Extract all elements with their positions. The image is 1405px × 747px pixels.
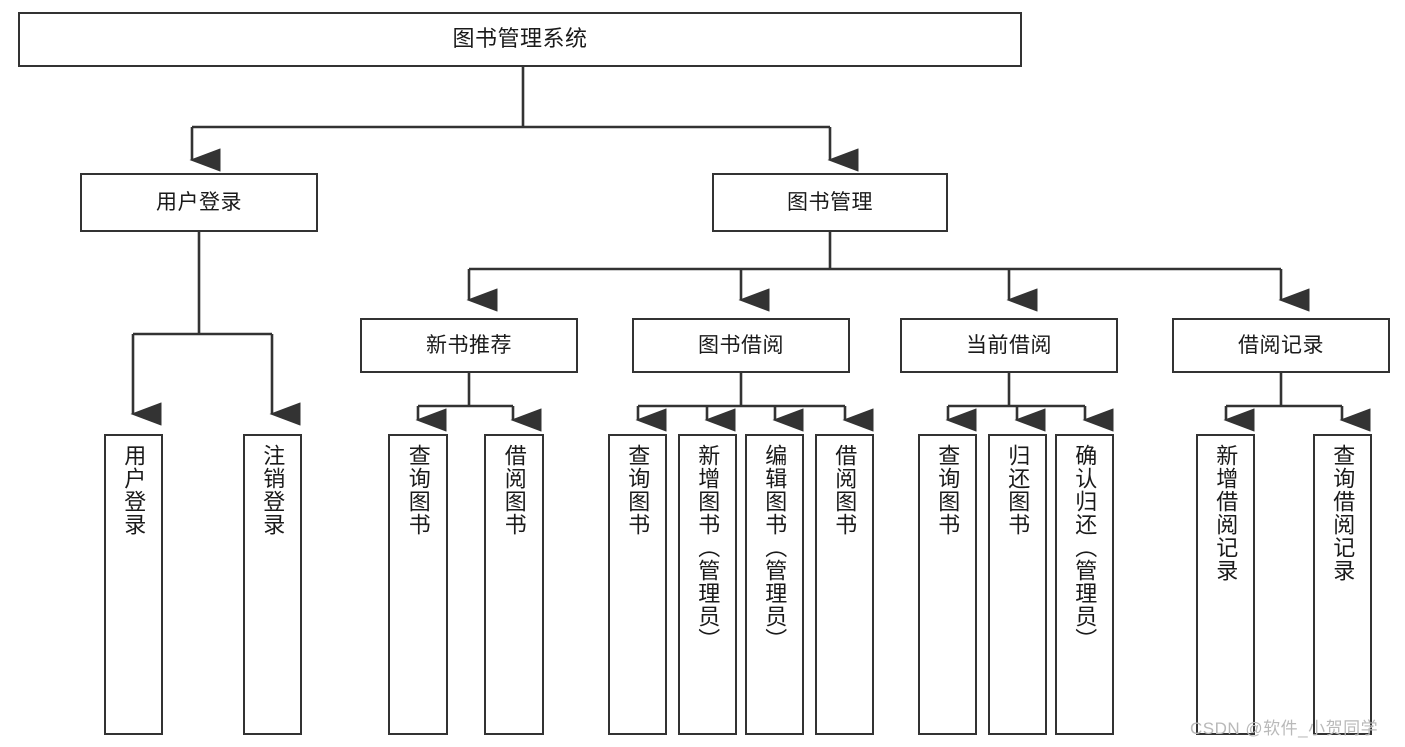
leaf-query-book-1-label: 查询图书 — [405, 444, 431, 536]
node-root[interactable]: 图书管理系统 — [18, 12, 1022, 67]
leaf-user-login-label: 用户登录 — [121, 444, 147, 536]
leaf-add-book[interactable]: 新增图书（管理员） — [678, 434, 737, 735]
node-new-book-rec-label: 新书推荐 — [426, 333, 512, 357]
node-root-label: 图书管理系统 — [452, 26, 588, 52]
leaf-add-record[interactable]: 新增借阅记录 — [1196, 434, 1255, 735]
node-book-manage[interactable]: 图书管理 — [712, 173, 948, 232]
leaf-query-book-3-label: 查询图书 — [935, 444, 961, 536]
leaf-borrow-book-1-label: 借阅图书 — [501, 444, 527, 536]
node-book-borrow[interactable]: 图书借阅 — [632, 318, 850, 373]
csdn-watermark: CSDN @软件_小贺同学 — [1190, 719, 1379, 738]
leaf-return-book[interactable]: 归还图书 — [988, 434, 1047, 735]
leaf-user-login[interactable]: 用户登录 — [104, 434, 163, 735]
leaf-query-book-3[interactable]: 查询图书 — [918, 434, 977, 735]
leaf-logout-login-label: 注销登录 — [260, 444, 286, 536]
node-book-manage-label: 图书管理 — [787, 190, 873, 214]
leaf-query-book-1[interactable]: 查询图书 — [388, 434, 448, 735]
node-current-borrow[interactable]: 当前借阅 — [900, 318, 1118, 373]
node-current-borrow-label: 当前借阅 — [966, 333, 1052, 357]
node-user-login-label: 用户登录 — [156, 190, 242, 214]
leaf-borrow-book-2[interactable]: 借阅图书 — [815, 434, 874, 735]
leaf-edit-book-label: 编辑图书（管理员） — [762, 444, 788, 651]
leaf-borrow-book-2-label: 借阅图书 — [832, 444, 858, 536]
leaf-borrow-book-1[interactable]: 借阅图书 — [484, 434, 544, 735]
leaf-query-record-label: 查询借阅记录 — [1330, 444, 1356, 582]
node-new-book-rec[interactable]: 新书推荐 — [360, 318, 578, 373]
node-user-login[interactable]: 用户登录 — [80, 173, 318, 232]
leaf-query-book-2[interactable]: 查询图书 — [608, 434, 667, 735]
leaf-return-book-label: 归还图书 — [1005, 444, 1031, 536]
node-borrow-record-label: 借阅记录 — [1238, 333, 1324, 357]
leaf-add-book-label: 新增图书（管理员） — [695, 444, 721, 651]
leaf-query-book-2-label: 查询图书 — [625, 444, 651, 536]
leaf-confirm-return-label: 确认归还（管理员） — [1072, 444, 1098, 651]
leaf-query-record[interactable]: 查询借阅记录 — [1313, 434, 1372, 735]
leaf-logout-login[interactable]: 注销登录 — [243, 434, 302, 735]
leaf-edit-book[interactable]: 编辑图书（管理员） — [745, 434, 804, 735]
node-book-borrow-label: 图书借阅 — [698, 333, 784, 357]
node-borrow-record[interactable]: 借阅记录 — [1172, 318, 1390, 373]
leaf-add-record-label: 新增借阅记录 — [1213, 444, 1239, 582]
leaf-confirm-return[interactable]: 确认归还（管理员） — [1055, 434, 1114, 735]
